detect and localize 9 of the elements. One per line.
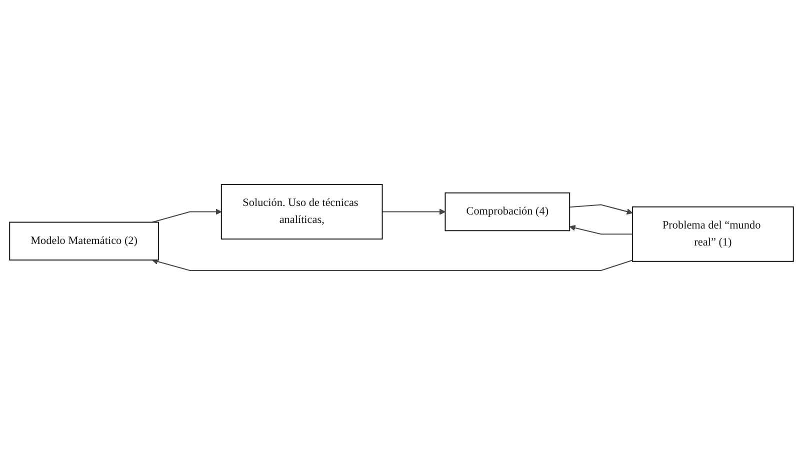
node-box: Comprobación (4) (444, 192, 570, 232)
arrow (569, 224, 633, 235)
arrow (152, 258, 633, 272)
arrow (382, 208, 446, 215)
node-box: Modelo Matemático (2) (9, 222, 159, 261)
node-box: Problema del “mundo real” (1) (632, 206, 794, 262)
arrow (152, 208, 222, 223)
arrow (570, 204, 633, 215)
node-box: Solución. Uso de técnicas analíticas, (220, 184, 383, 240)
